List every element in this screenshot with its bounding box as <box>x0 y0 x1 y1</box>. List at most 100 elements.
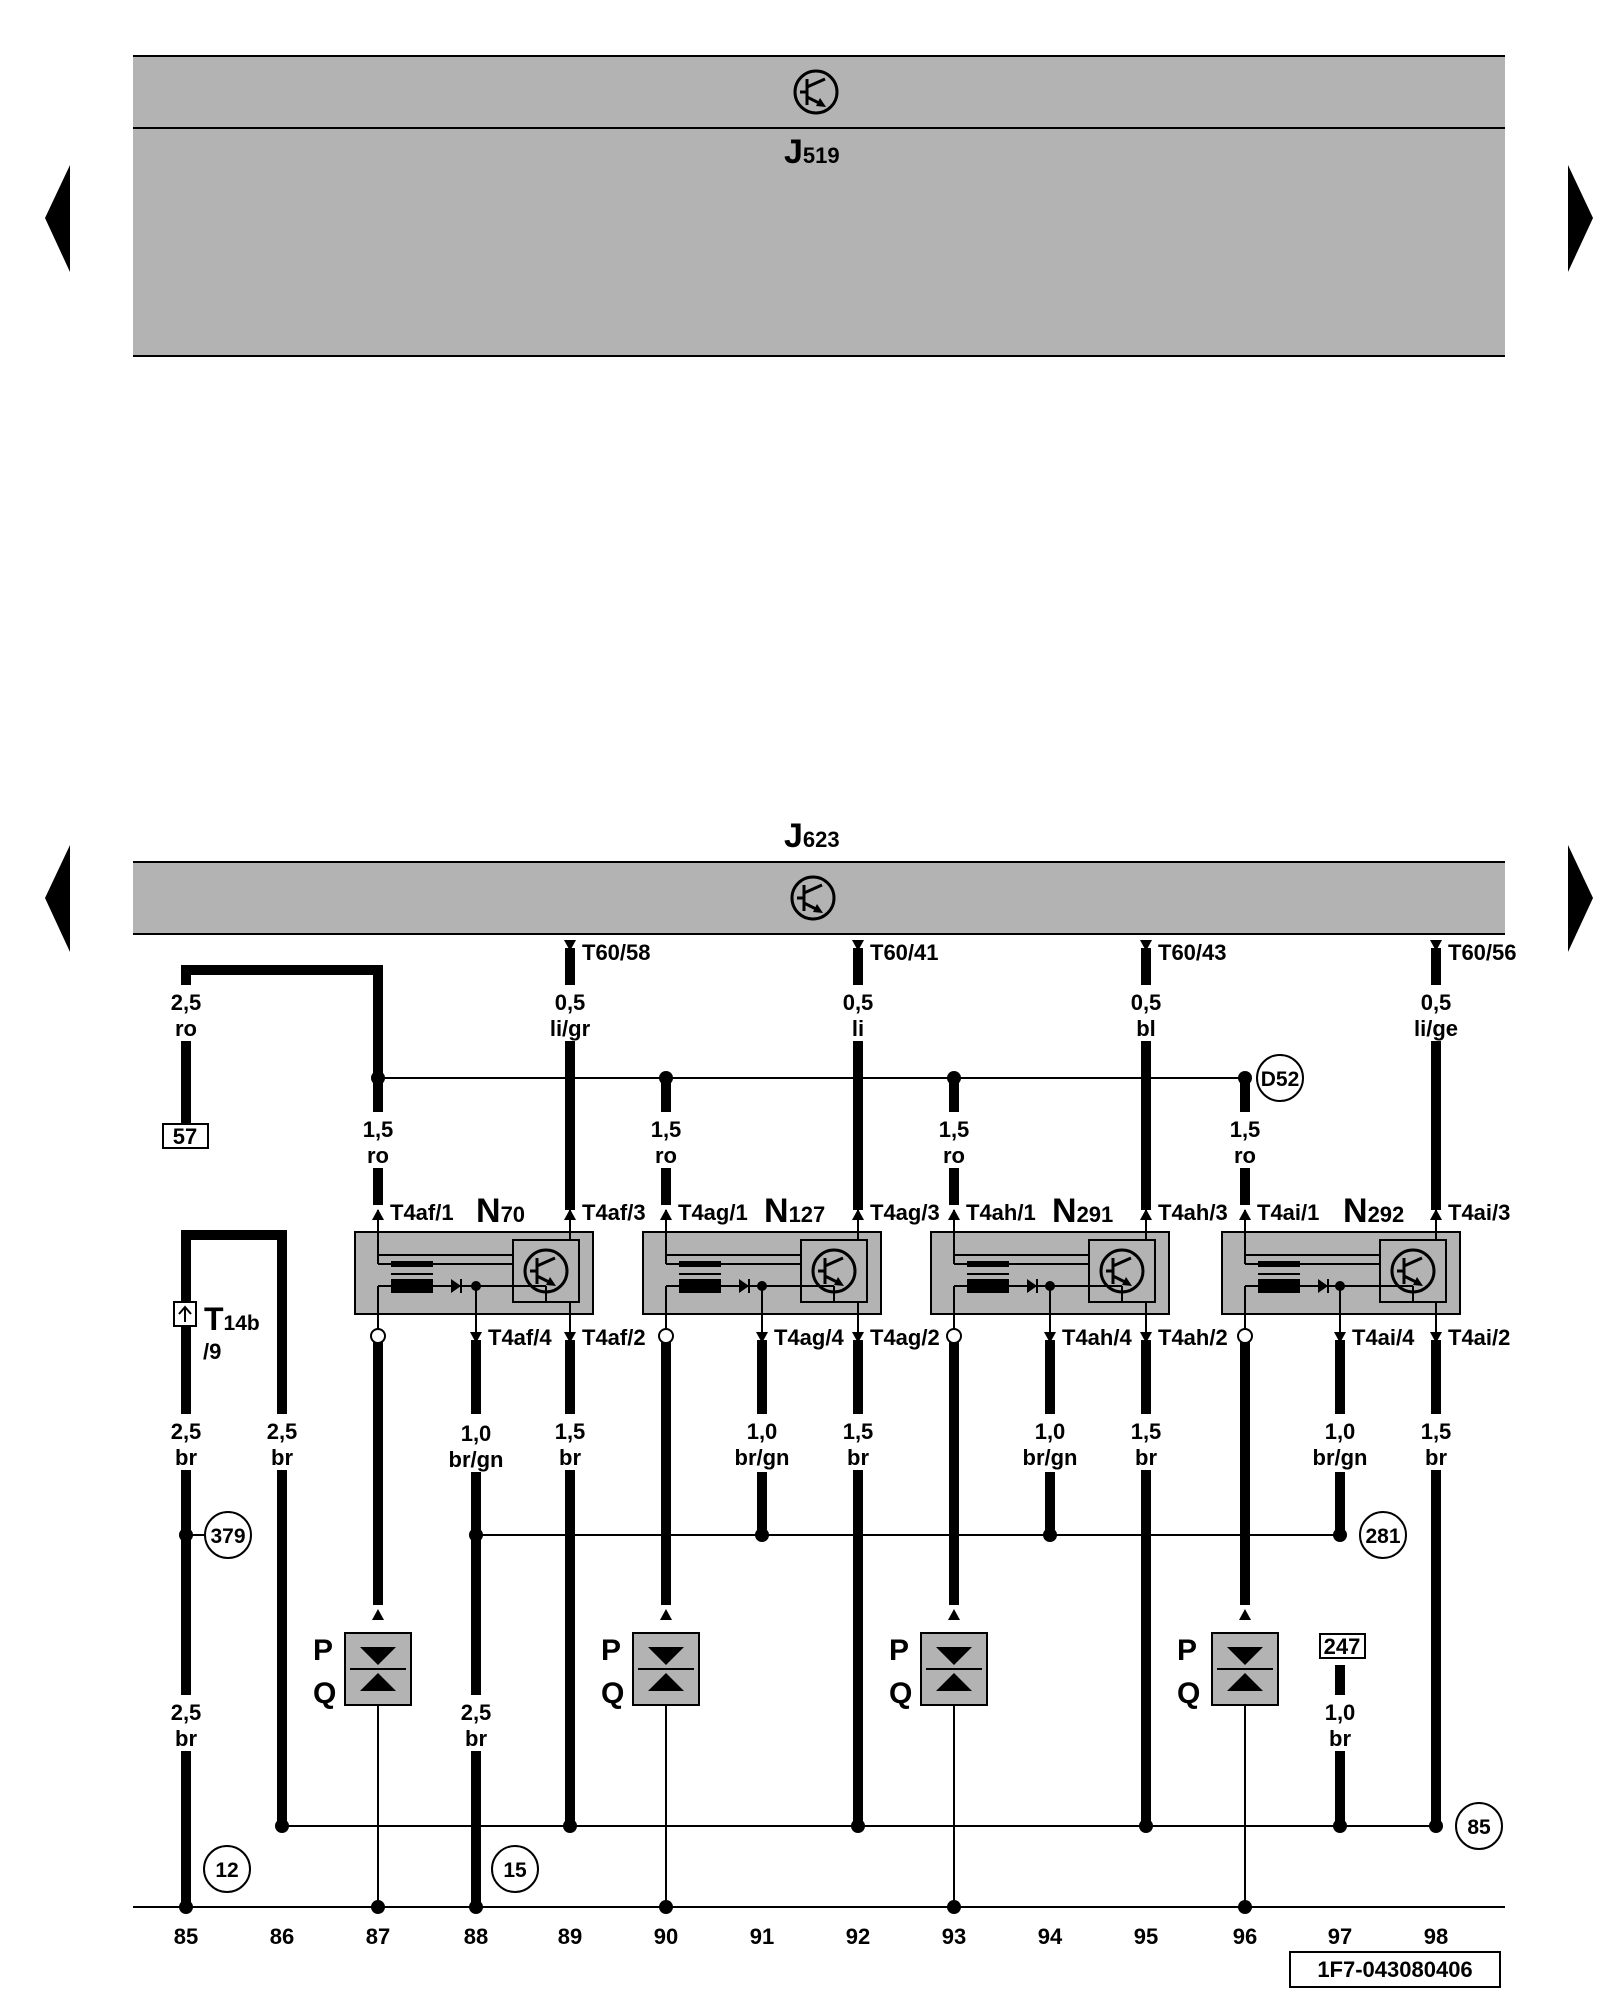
nav-left-arrow[interactable] <box>45 845 70 952</box>
svg-text:1,0: 1,0 <box>461 1421 492 1446</box>
nav-right-arrow[interactable] <box>1568 845 1593 952</box>
svg-text:247: 247 <box>1324 1634 1361 1659</box>
ref-box-57: 57 <box>162 1123 209 1149</box>
ref-85: 85 <box>1467 1816 1491 1839</box>
svg-text:1,5: 1,5 <box>939 1117 970 1142</box>
svg-text:1F7-043080406: 1F7-043080406 <box>1317 1957 1472 1982</box>
svg-text:1,0: 1,0 <box>1325 1700 1356 1725</box>
connector-t14b: T14b /9 <box>173 1301 260 1364</box>
svg-text:1,5: 1,5 <box>651 1117 682 1142</box>
svg-text:0,5: 0,5 <box>843 990 874 1015</box>
svg-text:T4ah/4: T4ah/4 <box>1062 1325 1132 1350</box>
svg-text:br: br <box>559 1445 581 1470</box>
diode-icon <box>1318 1279 1328 1293</box>
control-unit-j519: J519 <box>133 55 1505 357</box>
svg-text:2,5: 2,5 <box>267 1419 298 1444</box>
svg-text:T4ah/2: T4ah/2 <box>1158 1325 1228 1350</box>
label-backgrounds <box>160 985 1468 1751</box>
ref-379: 379 <box>210 1525 245 1548</box>
svg-text:ro: ro <box>367 1143 389 1168</box>
ref-d52: D52 <box>1261 1068 1300 1091</box>
svg-text:br: br <box>1135 1445 1157 1470</box>
svg-text:1,5: 1,5 <box>843 1419 874 1444</box>
svg-text:br: br <box>1329 1726 1351 1751</box>
spark-plug-2 <box>632 1632 700 1706</box>
svg-text:P: P <box>313 1634 333 1667</box>
spark-plug-letters: P Q P Q P Q P Q <box>313 1634 1200 1710</box>
svg-text:T4ag/1: T4ag/1 <box>678 1200 748 1225</box>
svg-text:li: li <box>852 1016 864 1041</box>
svg-text:P: P <box>1177 1634 1197 1667</box>
svg-text:T4ai/2: T4ai/2 <box>1448 1325 1510 1350</box>
svg-text:1,5: 1,5 <box>1421 1419 1452 1444</box>
svg-text:br/gn: br/gn <box>1313 1445 1368 1470</box>
svg-text:94: 94 <box>1038 1924 1063 1949</box>
svg-text:ro: ro <box>175 1016 197 1041</box>
nav-left-arrow[interactable] <box>45 165 70 272</box>
ignition-coil-n127 <box>642 1210 882 1344</box>
thick-wires <box>181 948 1441 1907</box>
nav-right-arrow[interactable] <box>1568 165 1593 272</box>
svg-text:95: 95 <box>1134 1924 1158 1949</box>
svg-text:87: 87 <box>366 1924 390 1949</box>
control-unit-j623: J623 <box>133 817 1505 935</box>
svg-text:1,5: 1,5 <box>363 1117 394 1142</box>
ignition-coil-n291 <box>930 1210 1170 1344</box>
svg-text:T4af/3: T4af/3 <box>582 1200 646 1225</box>
svg-text:1,0: 1,0 <box>747 1419 778 1444</box>
svg-text:2,5: 2,5 <box>461 1700 492 1725</box>
pin-t6056: T60/56 <box>1448 940 1517 965</box>
svg-text:P: P <box>889 1634 909 1667</box>
svg-text:1,0: 1,0 <box>1325 1419 1356 1444</box>
svg-text:ro: ro <box>655 1143 677 1168</box>
svg-text:T14b: T14b <box>204 1301 260 1337</box>
svg-text:br: br <box>465 1726 487 1751</box>
svg-text:T4ag/2: T4ag/2 <box>870 1325 940 1350</box>
pin-t6043: T60/43 <box>1158 940 1227 965</box>
ref-281: 281 <box>1365 1525 1400 1548</box>
component-names: N70 N127 N291 N292 <box>476 1192 1404 1230</box>
name-n291: N291 <box>1052 1192 1113 1230</box>
svg-text:Q: Q <box>889 1677 912 1710</box>
svg-text:P: P <box>601 1634 621 1667</box>
name-n70: N70 <box>476 1192 525 1230</box>
svg-text:li/ge: li/ge <box>1414 1016 1458 1041</box>
svg-text:92: 92 <box>846 1924 870 1949</box>
svg-text:0,5: 0,5 <box>1131 990 1162 1015</box>
j623-label: J623 <box>784 817 840 855</box>
svg-text:91: 91 <box>750 1924 774 1949</box>
svg-text:2,5: 2,5 <box>171 1700 202 1725</box>
diode-icon <box>451 1279 461 1293</box>
svg-text:93: 93 <box>942 1924 966 1949</box>
svg-text:Q: Q <box>601 1677 624 1710</box>
svg-text:57: 57 <box>173 1124 197 1149</box>
name-n292: N292 <box>1343 1192 1404 1230</box>
pin-t6058: T60/58 <box>582 940 651 965</box>
svg-text:2,5: 2,5 <box>171 1419 202 1444</box>
svg-text:97: 97 <box>1328 1924 1352 1949</box>
svg-text:89: 89 <box>558 1924 582 1949</box>
svg-text:br: br <box>1425 1445 1447 1470</box>
svg-text:br: br <box>175 1726 197 1751</box>
track-numbers: 85 86 87 88 89 90 91 92 93 94 95 96 97 9… <box>174 1924 1448 1949</box>
svg-text:90: 90 <box>654 1924 678 1949</box>
diode-icon <box>739 1279 749 1293</box>
svg-text:98: 98 <box>1424 1924 1448 1949</box>
svg-text:Q: Q <box>1177 1677 1200 1710</box>
svg-text:T4af/2: T4af/2 <box>582 1325 646 1350</box>
svg-text:0,5: 0,5 <box>1421 990 1452 1015</box>
svg-text:96: 96 <box>1233 1924 1257 1949</box>
svg-text:T4ah/3: T4ah/3 <box>1158 1200 1228 1225</box>
spark-plug-1 <box>344 1632 412 1706</box>
svg-text:br/gn: br/gn <box>1023 1445 1078 1470</box>
diode-icon <box>1027 1279 1037 1293</box>
svg-text:ro: ro <box>943 1143 965 1168</box>
name-n127: N127 <box>764 1192 825 1230</box>
svg-text:2,5: 2,5 <box>171 990 202 1015</box>
wire-labels: 2,5 ro 0,5 li/gr 0,5 li 0,5 bl 0,5 li/ge… <box>171 990 1458 1751</box>
svg-text:Q: Q <box>313 1677 336 1710</box>
svg-text:T4ah/1: T4ah/1 <box>966 1200 1036 1225</box>
svg-text:br/gn: br/gn <box>449 1447 504 1472</box>
svg-text:1,5: 1,5 <box>555 1419 586 1444</box>
svg-text:br: br <box>847 1445 869 1470</box>
